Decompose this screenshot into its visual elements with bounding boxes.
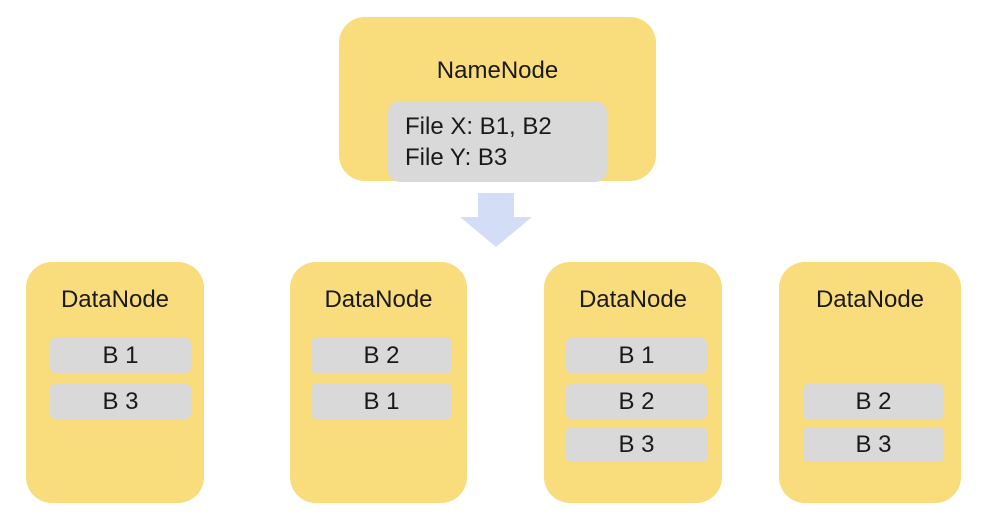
datanode-2: DataNode B 2 B 1 bbox=[290, 262, 467, 503]
datanode-1-title: DataNode bbox=[60, 286, 170, 313]
datanode-3: DataNode B 1 B 2 B 3 bbox=[544, 262, 722, 503]
file-x-entry: File X: B1, B2 bbox=[405, 113, 552, 140]
namenode-title: NameNode bbox=[436, 57, 559, 84]
down-arrow-icon bbox=[460, 193, 532, 247]
datanode-3-block-2: B 2 bbox=[566, 384, 707, 419]
datanode-4-block-2: B 3 bbox=[803, 427, 944, 462]
datanode-1-block-2: B 3 bbox=[50, 384, 191, 419]
datanode-4-block-1: B 2 bbox=[803, 384, 944, 419]
namenode-box: NameNode File X: B1, B2 File Y: B3 bbox=[339, 17, 656, 182]
datanode-1-block-1: B 1 bbox=[50, 338, 191, 373]
file-y-entry: File Y: B3 bbox=[405, 144, 508, 171]
datanode-2-block-1: B 2 bbox=[311, 338, 452, 373]
datanode-2-title: DataNode bbox=[324, 286, 433, 313]
datanode-2-block-2: B 1 bbox=[311, 384, 452, 419]
namenode-file-table: File X: B1, B2 File Y: B3 bbox=[388, 101, 607, 182]
datanode-3-block-3: B 3 bbox=[566, 427, 707, 462]
datanode-3-title: DataNode bbox=[578, 286, 688, 313]
datanode-4-title: DataNode bbox=[815, 286, 925, 313]
datanode-3-block-1: B 1 bbox=[566, 338, 707, 373]
datanode-4: DataNode B 2 B 3 bbox=[779, 262, 961, 503]
datanode-1: DataNode B 1 B 3 bbox=[26, 262, 204, 503]
